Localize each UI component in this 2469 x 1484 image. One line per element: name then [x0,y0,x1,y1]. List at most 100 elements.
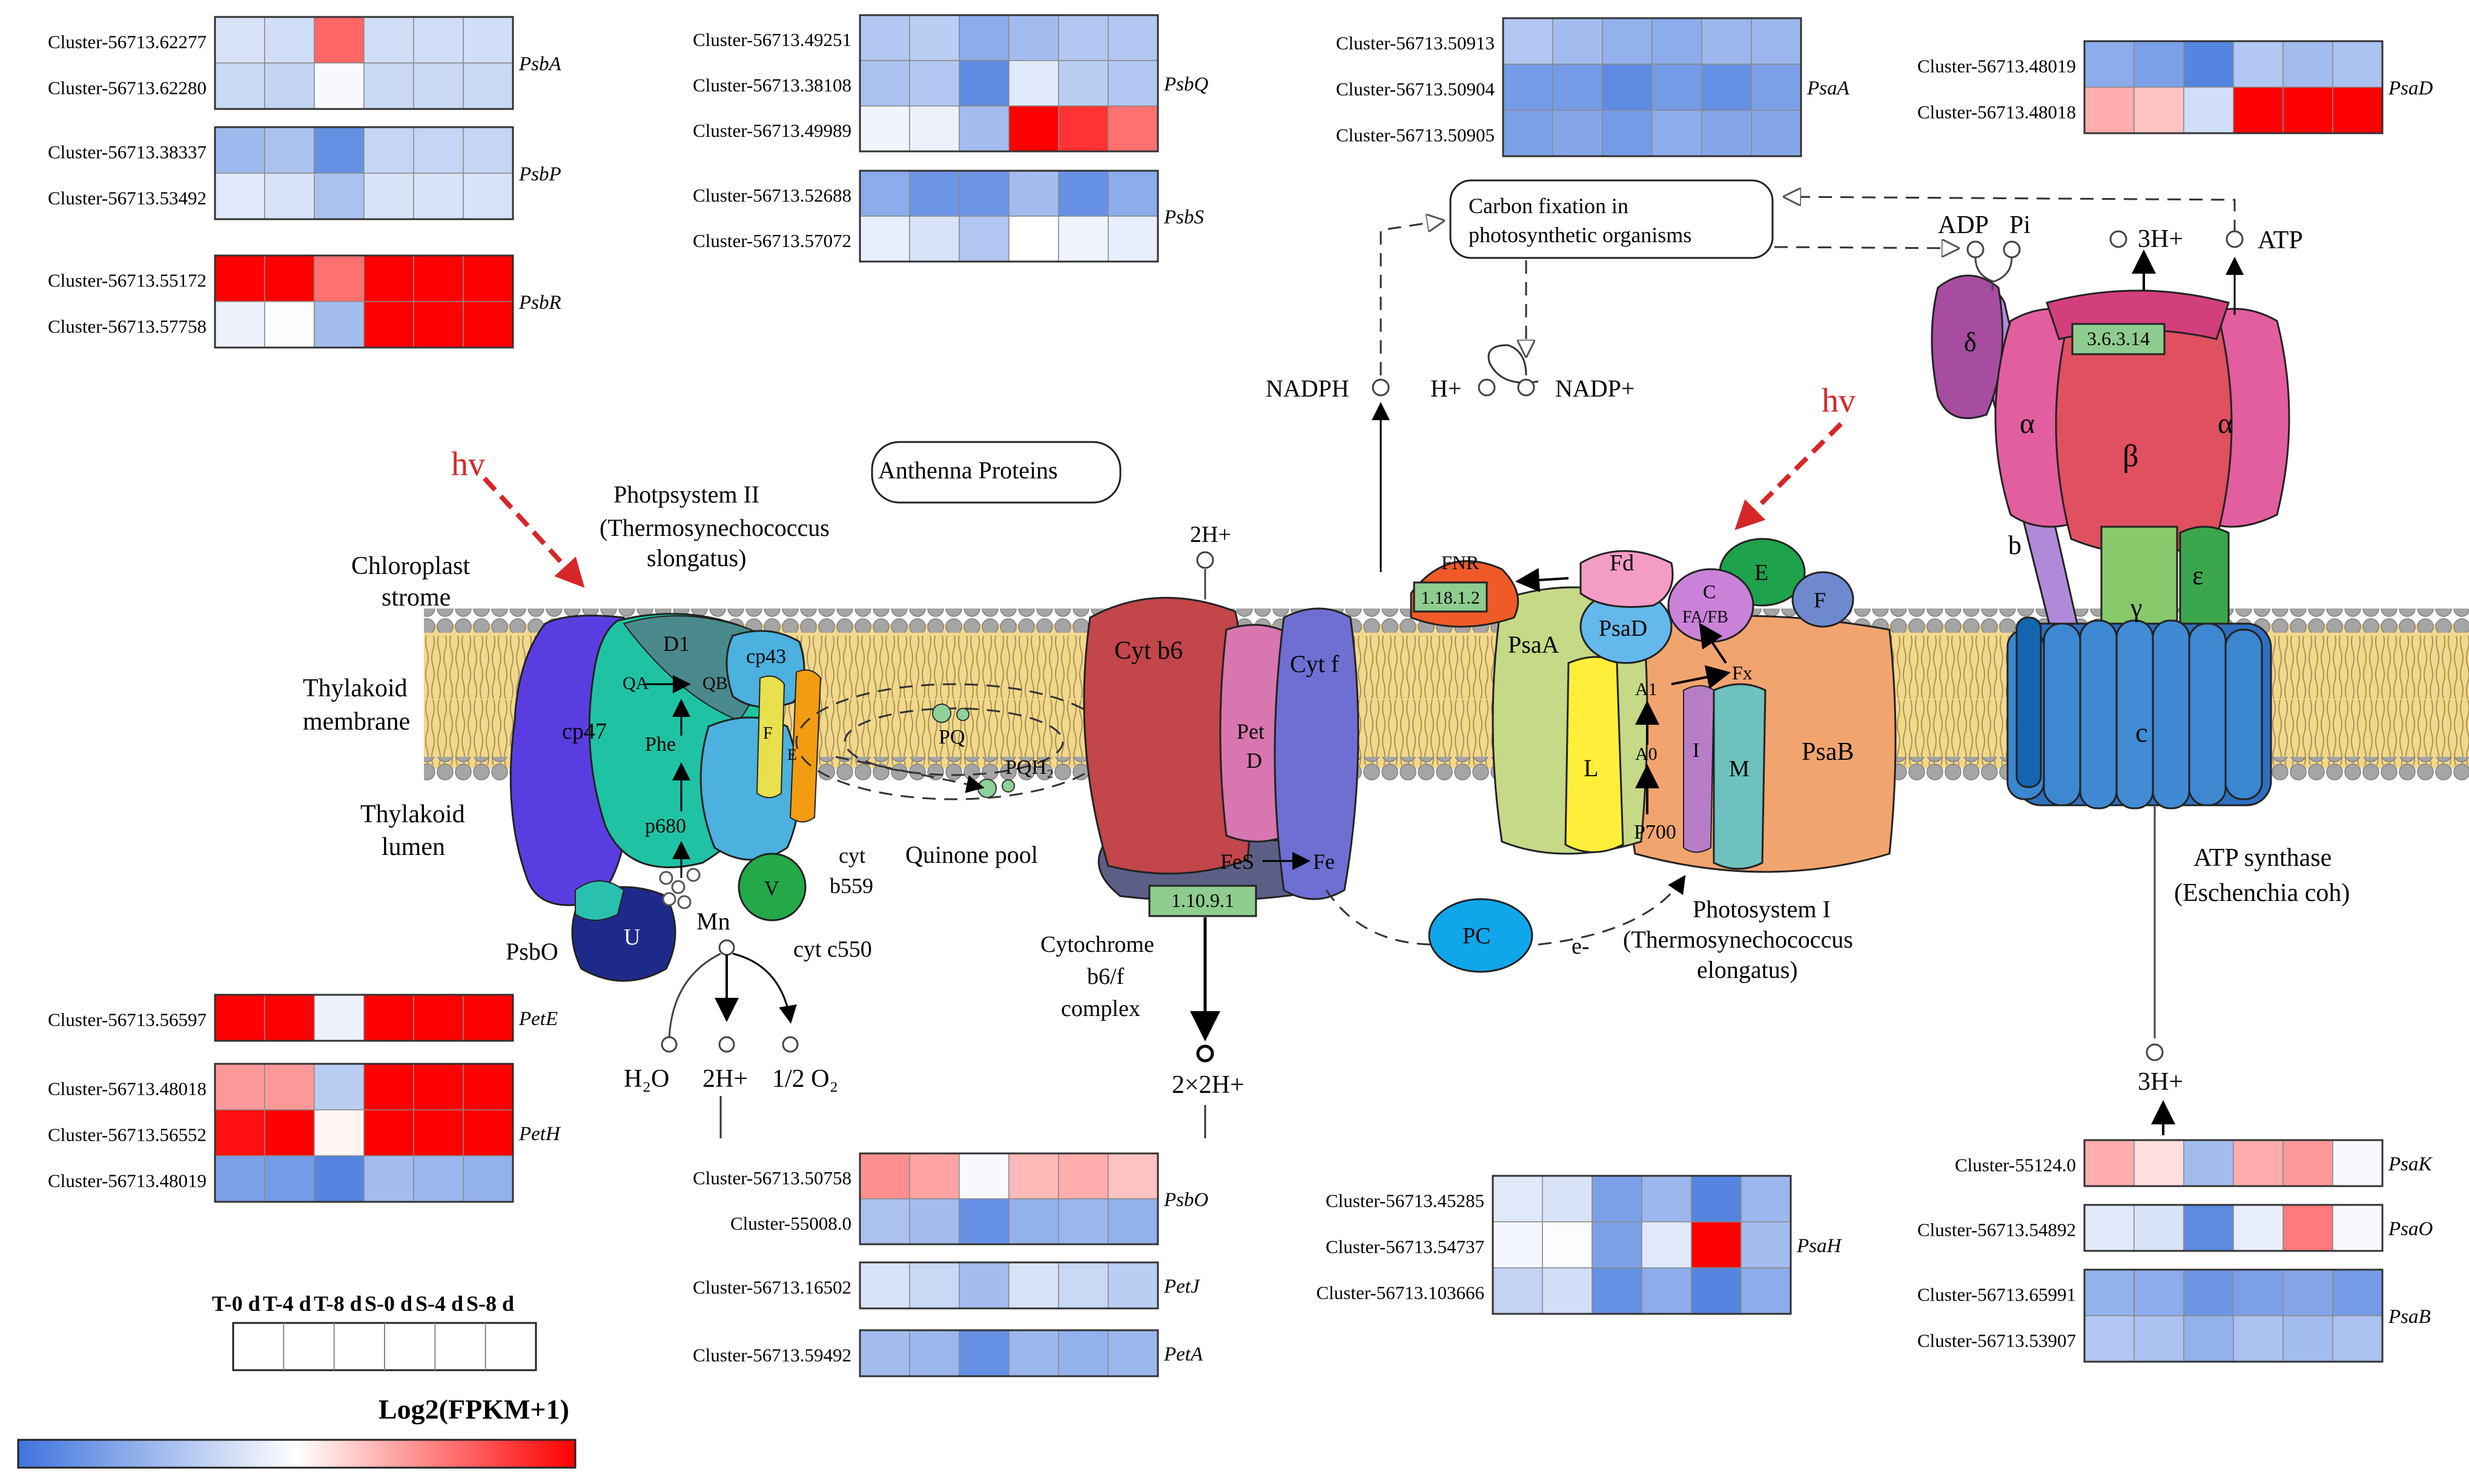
two-x-two-h-label: 2×2H+ [1172,1071,1244,1099]
heatmap-cell [959,1330,1010,1377]
heatmap-cell [413,62,464,110]
heatmap-cell [214,1155,265,1202]
cyt-b6-label: Cyt b6 [1114,637,1183,665]
thylakoid-lumen-label-2: lumen [382,833,445,861]
fafb-label: FA/FB [1682,608,1728,627]
a0-label: A0 [1635,744,1658,764]
legend-color-scale [17,1439,577,1469]
heatmap-row-label: Cluster-56713.48019 [48,1170,207,1192]
heatmap-cell [1008,1198,1059,1245]
atp-label: ATP [2258,226,2303,254]
c-label: c [2135,717,2147,748]
pqh2-label: PQH₂ [1005,756,1054,779]
heatmap-cell [2282,1315,2333,1362]
heatmap-row-label: Cluster-56713.57072 [693,230,851,251]
alpha-left-label: α [2020,407,2035,440]
heatmap-cell [1502,110,1553,157]
heatmap-cell [314,16,365,64]
heatmap-cell [2183,1204,2234,1252]
heatmap-cell [1591,1221,1642,1268]
heatmap-gene-label: PsaB [2388,1306,2431,1328]
heatmap-cell [363,1063,414,1110]
heatmap-cell [1008,216,1059,262]
l-subunit [1564,656,1624,853]
heatmap-border [1492,1175,1792,1315]
psi-title-3: elongatus) [1697,956,1798,983]
heatmap-cell [909,1330,960,1377]
heatmap-row-label: Cluster-56713.50758 [693,1167,851,1189]
psbo-label: PsbO [506,938,558,965]
heatmap-cell [2282,1269,2333,1316]
atp-title-1: ATP synthase [2193,844,2332,872]
heatmap-cell [314,1063,365,1110]
heatmap-cell [413,127,464,174]
heatmap-row-label: Cluster-56713.48018 [1917,102,2076,123]
heatmap-cell [1008,105,1059,152]
legend-column-label: S-0 d [365,1291,412,1316]
heatmap-cell [909,1153,960,1199]
heatmap-cell [1542,1267,1593,1314]
pet-d-label-2: D [1246,748,1262,773]
heatmap-cell [2332,1139,2383,1187]
heatmap-row-label: Cluster-55008.0 [730,1213,851,1234]
heatmap-cell [2282,1139,2333,1187]
heatmap-row-label: Cluster-56713.48019 [1917,56,2076,77]
heatmap-border [214,16,514,110]
heatmap-cell [264,1063,315,1110]
heatmap-cell [2233,1269,2284,1316]
heatmap-cell [1492,1267,1543,1314]
heatmap-cell [1108,60,1158,107]
heatmap-border [214,994,514,1042]
heatmap-cell [909,1198,960,1245]
fd-label: Fd [1610,550,1634,576]
qb-label: QB [702,673,728,693]
cp47-label: cp47 [562,719,607,744]
nadph-label: NADPH [1266,375,1349,402]
heatmap-cell [1552,18,1603,65]
heatmap-cell [1058,1330,1109,1377]
heatmap-cell [1591,1267,1642,1314]
heatmap-psbp: Cluster-56713.38337Cluster-56713.53492Ps… [48,126,561,220]
heatmap-cell [2134,1204,2184,1252]
heatmap-cell [214,255,265,302]
mn-cluster [659,868,701,909]
thylakoid-membrane-label-1: Thylakoid [303,674,408,702]
heatmap-cell [2233,41,2284,88]
heatmap-cell [2183,87,2234,134]
photosystem-i: 1.18.1.2 FNR Fd E F C FA/FB PsaD PsaA Fx… [1410,538,1897,983]
heatmap-row-label: Cluster-56713.49989 [693,120,851,141]
heatmap-cell [859,216,910,262]
pc-label: PC [1463,923,1490,949]
nadp-label: NADP+ [1555,375,1634,402]
atp-synthase: 3.6.3.14 δ α β α b γ ε c ADP Pi 3H+ [1931,211,2350,1135]
cp43-subunit [725,630,805,708]
heatmap-row-label: Cluster-56713.16502 [693,1277,851,1298]
thylakoid-membrane-label-2: membrane [303,708,410,736]
heatmap-cell [264,994,315,1041]
c-psi-subunit [1667,568,1754,643]
heatmap-row-label: Cluster-56713.65991 [1917,1284,2076,1305]
heatmap-cell [1108,15,1158,61]
beta-label: β [2123,439,2138,473]
heatmap-cell [1502,64,1553,111]
legend-scale-title: Log2(FPKM+1) [378,1394,569,1425]
heatmap-row-label: Cluster-56713.55172 [48,270,207,291]
heatmap-row-label: Cluster-56713.52688 [693,185,851,206]
heatmap-cell [1058,216,1109,262]
heatmap-border [214,126,514,220]
heatmap-row-label: Cluster-56713.103666 [1316,1282,1484,1304]
heatmap-cell [363,127,414,174]
p680-label: p680 [645,815,686,837]
fd-protein [1579,550,1674,608]
heatmap-cell [1008,1330,1059,1377]
heatmap-cell [859,1198,910,1245]
hplus-label: H+ [1430,375,1461,402]
heatmap-cell [2332,41,2383,88]
mn-label: Mn [696,908,730,935]
heatmap-cell [363,1155,414,1202]
psii-title-3: slongatus) [647,544,746,572]
m-subunit [1713,683,1767,870]
heatmap-cell [959,60,1010,107]
heatmap-cell [2233,1204,2284,1252]
